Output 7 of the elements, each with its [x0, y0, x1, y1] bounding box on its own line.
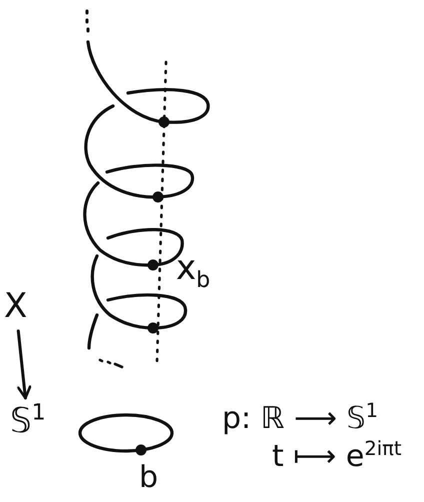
symbol-label: X [4, 289, 28, 323]
point-label: x$_{b}$ [176, 251, 210, 285]
point-label: b [139, 463, 158, 493]
arrow [16, 330, 32, 400]
formula: p: ℝ ⟶ 𝕊$^{1}$ [222, 404, 378, 434]
symbol-label: 𝕊$^{1}$ [10, 404, 46, 438]
formula: t ⟼ e$^{2iπt}$ [272, 442, 402, 472]
